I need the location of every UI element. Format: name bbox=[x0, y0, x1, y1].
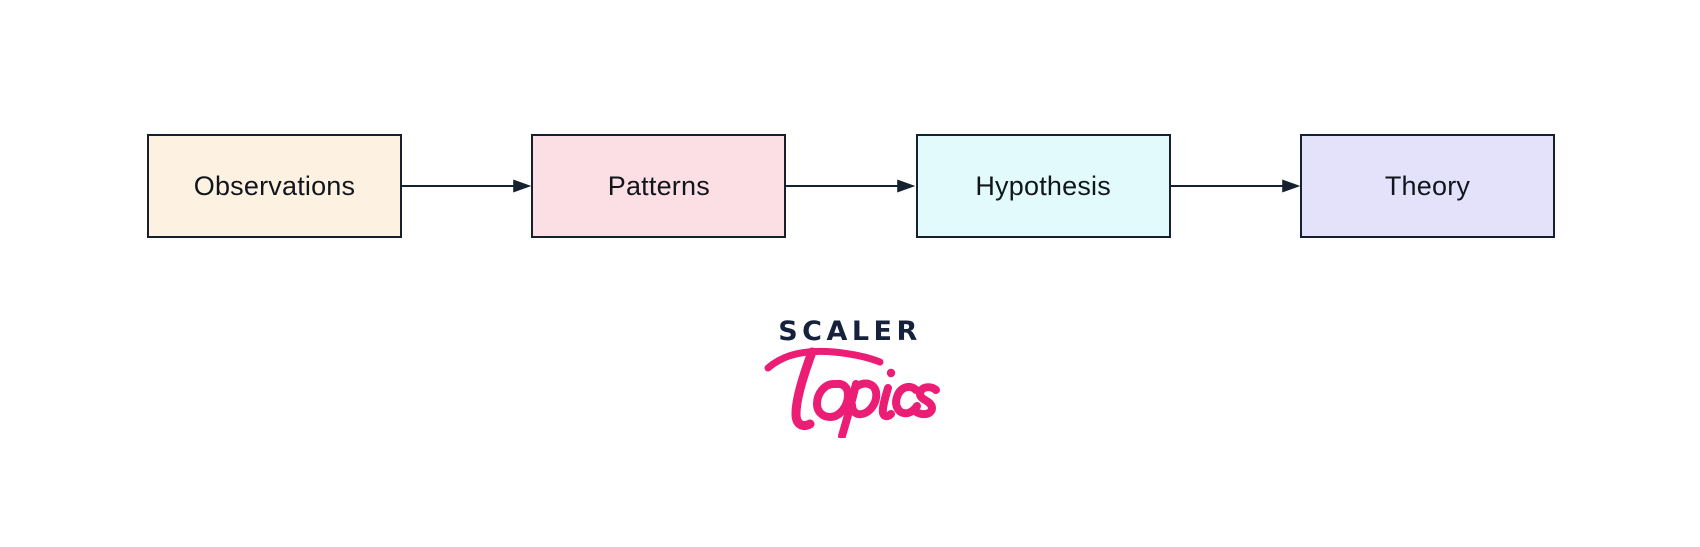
node-theory-label: Theory bbox=[1384, 170, 1471, 201]
node-theory[interactable]: Theory bbox=[1299, 134, 1555, 238]
connector-observations-to-patterns bbox=[402, 176, 532, 196]
arrow-head-icon bbox=[513, 179, 532, 193]
arrow-head-icon bbox=[1281, 179, 1300, 193]
logo-wordmark: SCALER bbox=[778, 316, 922, 347]
logo-script-topics bbox=[735, 340, 965, 438]
node-hypothesis[interactable]: Hypothesis bbox=[915, 134, 1171, 238]
connector-patterns-to-hypothesis bbox=[786, 176, 916, 196]
connector-hypothesis-to-theory bbox=[1171, 176, 1300, 196]
node-observations[interactable]: Observations bbox=[147, 134, 402, 238]
arrow-head-icon bbox=[897, 179, 916, 193]
scaler-topics-logo: SCALER bbox=[0, 318, 1700, 438]
node-hypothesis-label: Hypothesis bbox=[975, 170, 1111, 201]
node-patterns[interactable]: Patterns bbox=[531, 134, 787, 238]
scientific-method-flow: Observations Patterns Hypothesis bbox=[147, 134, 1555, 238]
node-observations-label: Observations bbox=[193, 170, 356, 201]
node-patterns-label: Patterns bbox=[607, 170, 710, 201]
